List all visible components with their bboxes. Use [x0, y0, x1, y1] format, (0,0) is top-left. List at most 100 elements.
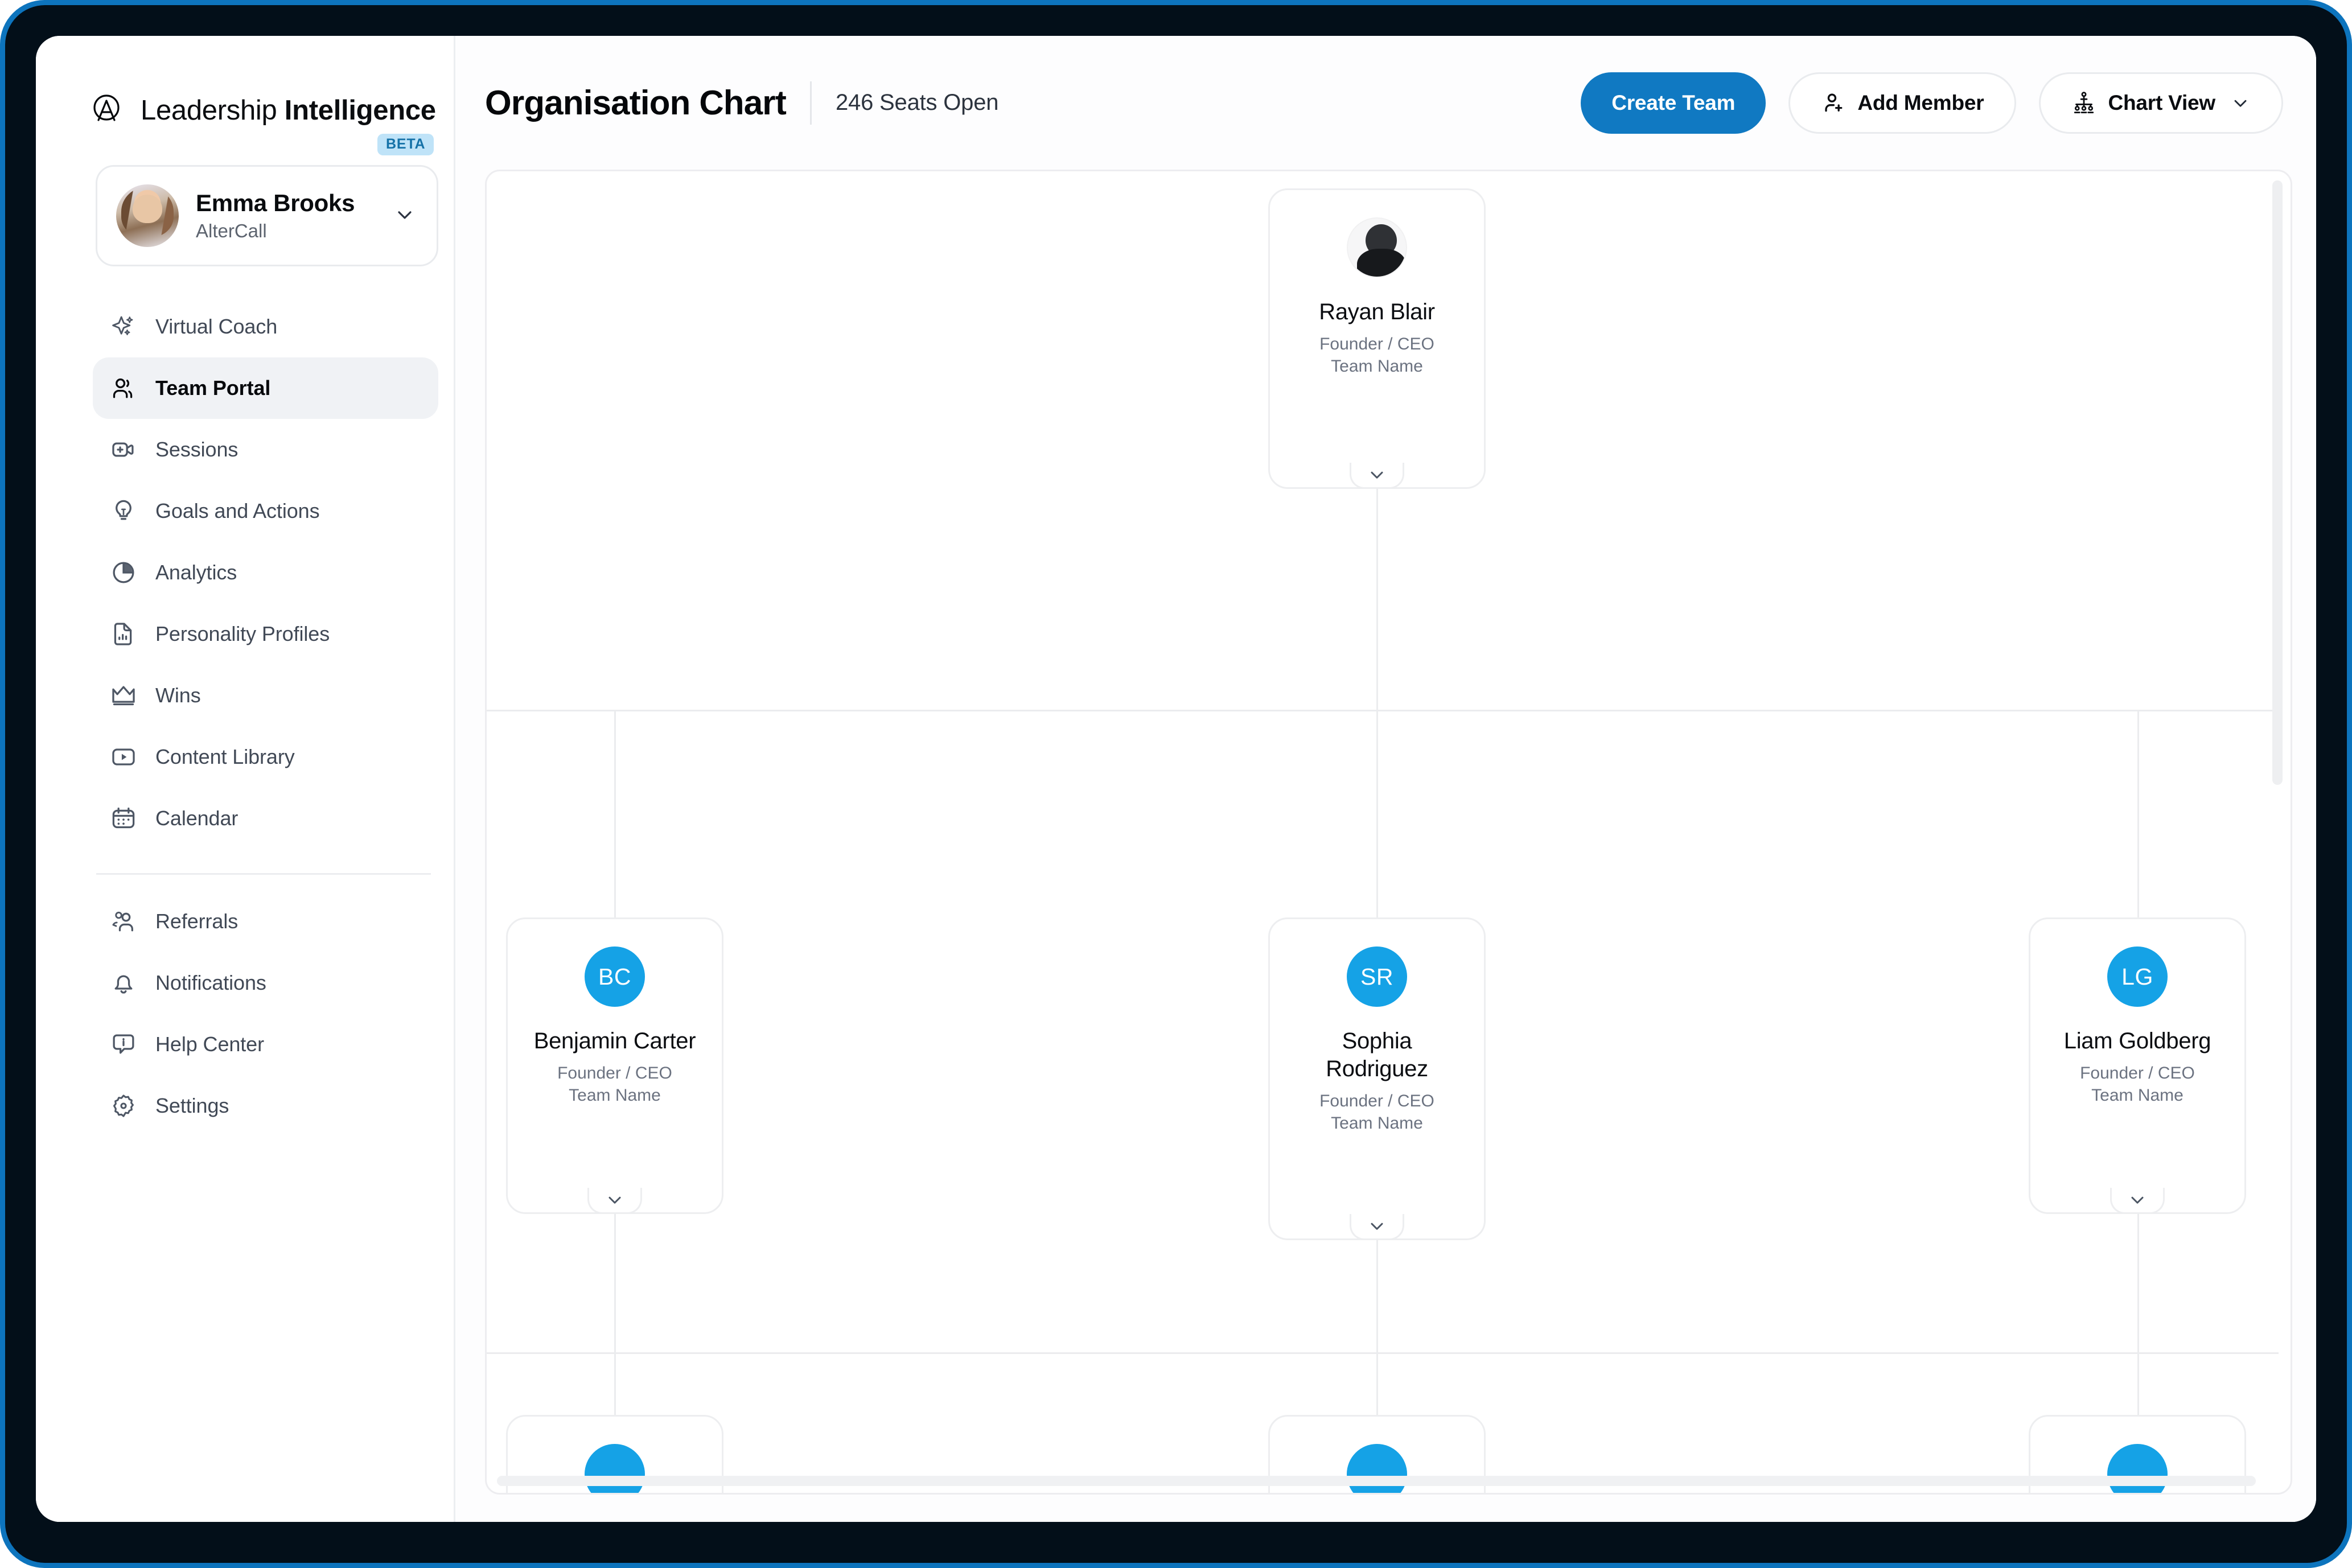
sidebar-item-calendar[interactable]: Calendar — [93, 788, 438, 849]
altercall-logo-icon — [88, 90, 125, 130]
avatar-initials — [2107, 1444, 2168, 1493]
org-node-sophia-rodriguez[interactable]: SR Sophia Rodriguez Founder / CEO Team N… — [1268, 917, 1486, 1240]
edge-sr-drop — [1376, 1240, 1378, 1353]
org-node-name: Sophia Rodriguez — [1326, 1028, 1428, 1081]
chevron-down-icon — [2230, 93, 2251, 113]
brand-title-thin: Leadership — [141, 94, 285, 126]
edge-lg-drop — [2137, 1214, 2139, 1353]
expand-node-button[interactable] — [1350, 463, 1404, 489]
sidebar-item-label: Content Library — [155, 745, 295, 768]
org-chart-panel[interactable]: Rayan Blair Founder / CEO Team Name BC B… — [485, 170, 2292, 1495]
create-team-button[interactable]: Create Team — [1581, 72, 1766, 134]
vertical-scrollbar[interactable] — [2272, 180, 2283, 785]
sidebar-item-settings[interactable]: Settings — [93, 1075, 438, 1137]
page-title: Organisation Chart — [485, 84, 787, 122]
header-divider — [810, 81, 812, 125]
sidebar-item-sessions[interactable]: Sessions — [93, 419, 438, 480]
avatar — [116, 184, 179, 247]
avatar-initials: SR — [1347, 946, 1407, 1007]
sidebar-item-goals-and-actions[interactable]: Goals and Actions — [93, 480, 438, 542]
org-node-benjamin-carter[interactable]: BC Benjamin Carter Founder / CEO Team Na… — [506, 917, 723, 1214]
edge-drop-sr — [1376, 710, 1378, 917]
help-info-icon — [109, 1030, 138, 1059]
sidebar-item-personality-profiles[interactable]: Personality Profiles — [93, 603, 438, 665]
referrals-people-icon — [109, 907, 138, 936]
org-node-role: Founder / CEO — [557, 1063, 672, 1083]
org-node-name: Liam Goldberg — [2063, 1028, 2211, 1053]
sidebar-item-label: Analytics — [155, 561, 237, 584]
chart-view-label: Chart View — [2108, 90, 2215, 114]
calendar-icon — [109, 804, 138, 833]
user-profile-card[interactable]: Emma Brooks AlterCall — [96, 165, 438, 266]
org-node-liam-goldberg[interactable]: LG Liam Goldberg Founder / CEO Team Name — [2029, 917, 2246, 1214]
sidebar-item-label: Calendar — [155, 806, 239, 830]
avatar-initials — [1347, 1444, 1407, 1493]
horizontal-scrollbar[interactable] — [497, 1476, 2256, 1486]
sidebar-item-label: Wins — [155, 684, 201, 707]
play-rect-icon — [109, 742, 138, 772]
add-member-label: Add Member — [1857, 90, 1984, 114]
org-node-root[interactable]: Rayan Blair Founder / CEO Team Name — [1268, 188, 1486, 489]
sidebar-item-label: Sessions — [155, 438, 239, 461]
video-plus-icon — [109, 435, 138, 464]
sidebar-item-wins[interactable]: Wins — [93, 665, 438, 726]
document-chart-icon — [109, 619, 138, 649]
avatar — [1347, 217, 1407, 278]
org-node-team: Team Name — [569, 1085, 661, 1105]
main-content: Organisation Chart 246 Seats Open Create… — [455, 36, 2316, 1522]
expand-node-button[interactable] — [2110, 1188, 2165, 1214]
sidebar-nav-secondary: Referrals Notifications — [93, 891, 438, 1137]
org-node-team: Team Name — [2091, 1085, 2184, 1105]
expand-node-button[interactable] — [1350, 1214, 1404, 1240]
edge-root-drop — [1376, 489, 1378, 711]
brand: Leadership Intelligence BETA — [36, 36, 454, 155]
sidebar-item-virtual-coach[interactable]: Virtual Coach — [93, 296, 438, 357]
org-node-team: Team Name — [1331, 356, 1423, 376]
create-team-label: Create Team — [1611, 90, 1736, 114]
org-chart-icon — [2071, 90, 2096, 116]
sidebar-item-content-library[interactable]: Content Library — [93, 726, 438, 788]
sidebar-item-label: Help Center — [155, 1032, 264, 1056]
chart-view-button[interactable]: Chart View — [2039, 72, 2283, 134]
user-meta: Emma Brooks AlterCall — [196, 190, 376, 242]
edge-drop-c1 — [614, 1352, 616, 1415]
edge-drop-c2 — [1376, 1352, 1378, 1415]
sidebar-item-label: Referrals — [155, 909, 239, 933]
org-node-role: Founder / CEO — [2080, 1063, 2195, 1083]
sidebar-item-label: Settings — [155, 1094, 229, 1117]
seats-open-status: 246 Seats Open — [836, 90, 999, 115]
gear-icon — [109, 1091, 138, 1121]
users-icon — [109, 373, 138, 403]
sidebar-item-help-center[interactable]: Help Center — [93, 1014, 438, 1075]
chevron-down-icon[interactable] — [393, 203, 416, 229]
expand-node-button[interactable] — [587, 1188, 642, 1214]
sidebar-item-label: Notifications — [155, 971, 266, 994]
sidebar-item-team-portal[interactable]: Team Portal — [93, 357, 438, 419]
pie-chart-icon — [109, 558, 138, 587]
edge-drop-lg — [2137, 710, 2139, 917]
sidebar-item-label: Team Portal — [155, 376, 271, 400]
add-member-button[interactable]: Add Member — [1788, 72, 2017, 134]
sidebar-item-referrals[interactable]: Referrals — [93, 891, 438, 952]
avatar-initials — [585, 1444, 645, 1493]
brand-title: Leadership Intelligence — [141, 94, 436, 126]
header-actions: Create Team Add Member — [1581, 72, 2283, 134]
org-node-name: Rayan Blair — [1319, 299, 1435, 324]
sidebar-item-label: Personality Profiles — [155, 622, 330, 645]
edge-level2-bus — [487, 710, 2279, 711]
sidebar-item-analytics[interactable]: Analytics — [93, 542, 438, 603]
lightbulb-icon — [109, 496, 138, 526]
avatar-initials: BC — [585, 946, 645, 1007]
edge-level3-bus — [487, 1352, 2279, 1354]
sidebar-item-notifications[interactable]: Notifications — [93, 952, 438, 1014]
user-plus-icon — [1821, 90, 1846, 116]
edge-bc-drop — [614, 1214, 616, 1353]
sidebar-item-label: Goals and Actions — [155, 499, 320, 522]
app-window: Leadership Intelligence BETA Emma Brooks… — [36, 36, 2316, 1522]
page-header: Organisation Chart 246 Seats Open Create… — [455, 36, 2316, 170]
user-name: Emma Brooks — [196, 189, 355, 216]
edge-drop-c3 — [2137, 1352, 2139, 1415]
avatar-initials: LG — [2107, 946, 2168, 1007]
org-chart-canvas: Rayan Blair Founder / CEO Team Name BC B… — [487, 171, 2279, 1493]
